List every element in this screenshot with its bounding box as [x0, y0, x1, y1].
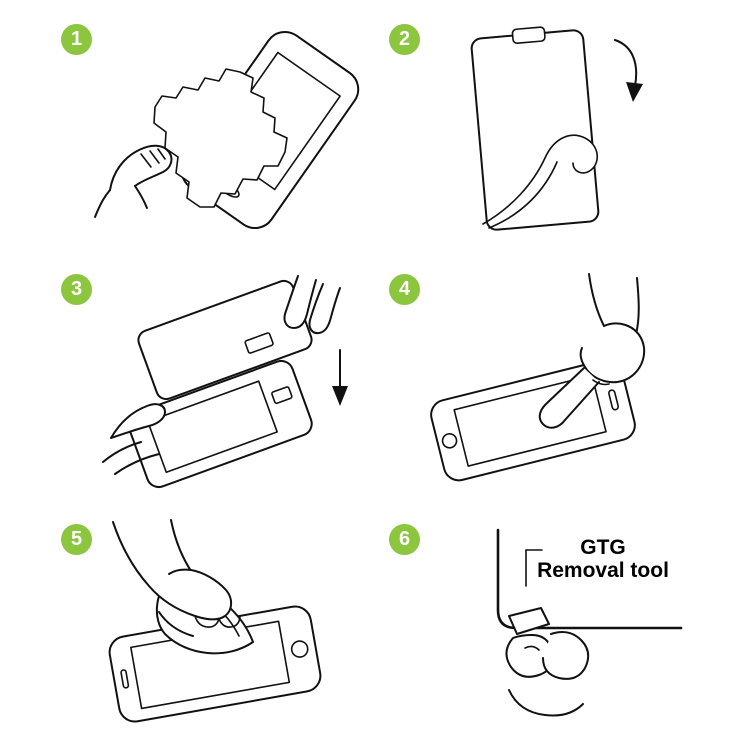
removal-tool: [508, 607, 550, 635]
hand-fingers: [283, 275, 341, 335]
cleaning-cloth: [153, 68, 288, 208]
step-1-badge: 1: [61, 24, 92, 55]
holding-fingers: [505, 631, 590, 717]
removal-tool-label-line2: Removal tool: [537, 559, 669, 582]
step-3-panel: 3: [55, 262, 365, 494]
step-6-badge: 6: [389, 524, 420, 555]
smooth-film-illustration: [108, 519, 322, 723]
hand: [94, 144, 173, 218]
step-6-panel: 6 GTG Removal tool: [383, 512, 685, 747]
step-2-panel: 2: [383, 12, 685, 242]
press-screen-illustration: [430, 273, 646, 482]
smoothing-hand: [112, 519, 241, 637]
curved-down-arrow-icon: [614, 39, 643, 102]
wipe-screen-illustration: [94, 30, 360, 230]
corner-removal-tool-illustration: [496, 528, 683, 717]
peeled-film: [482, 134, 598, 229]
removal-tool-label-line1: GTG: [580, 536, 626, 559]
label-leader-line: [525, 549, 543, 587]
down-arrow-icon: [332, 349, 348, 406]
step-4-badge: 4: [389, 274, 420, 305]
step-5-panel: 5: [55, 512, 365, 747]
pressing-hand: [538, 273, 646, 429]
step-2-badge: 2: [389, 24, 420, 55]
hand-thumb: [102, 403, 166, 475]
phone: [127, 359, 313, 489]
step-5-badge: 5: [61, 524, 92, 555]
step-1-panel: 1: [55, 12, 365, 242]
protector-sheet: [470, 26, 600, 231]
step-4-panel: 4: [383, 262, 685, 492]
peel-film-illustration: [470, 26, 643, 231]
removal-tool-label: GTG Removal tool: [521, 536, 685, 582]
place-glass-illustration: [102, 275, 348, 489]
step-3-badge: 3: [61, 274, 92, 305]
